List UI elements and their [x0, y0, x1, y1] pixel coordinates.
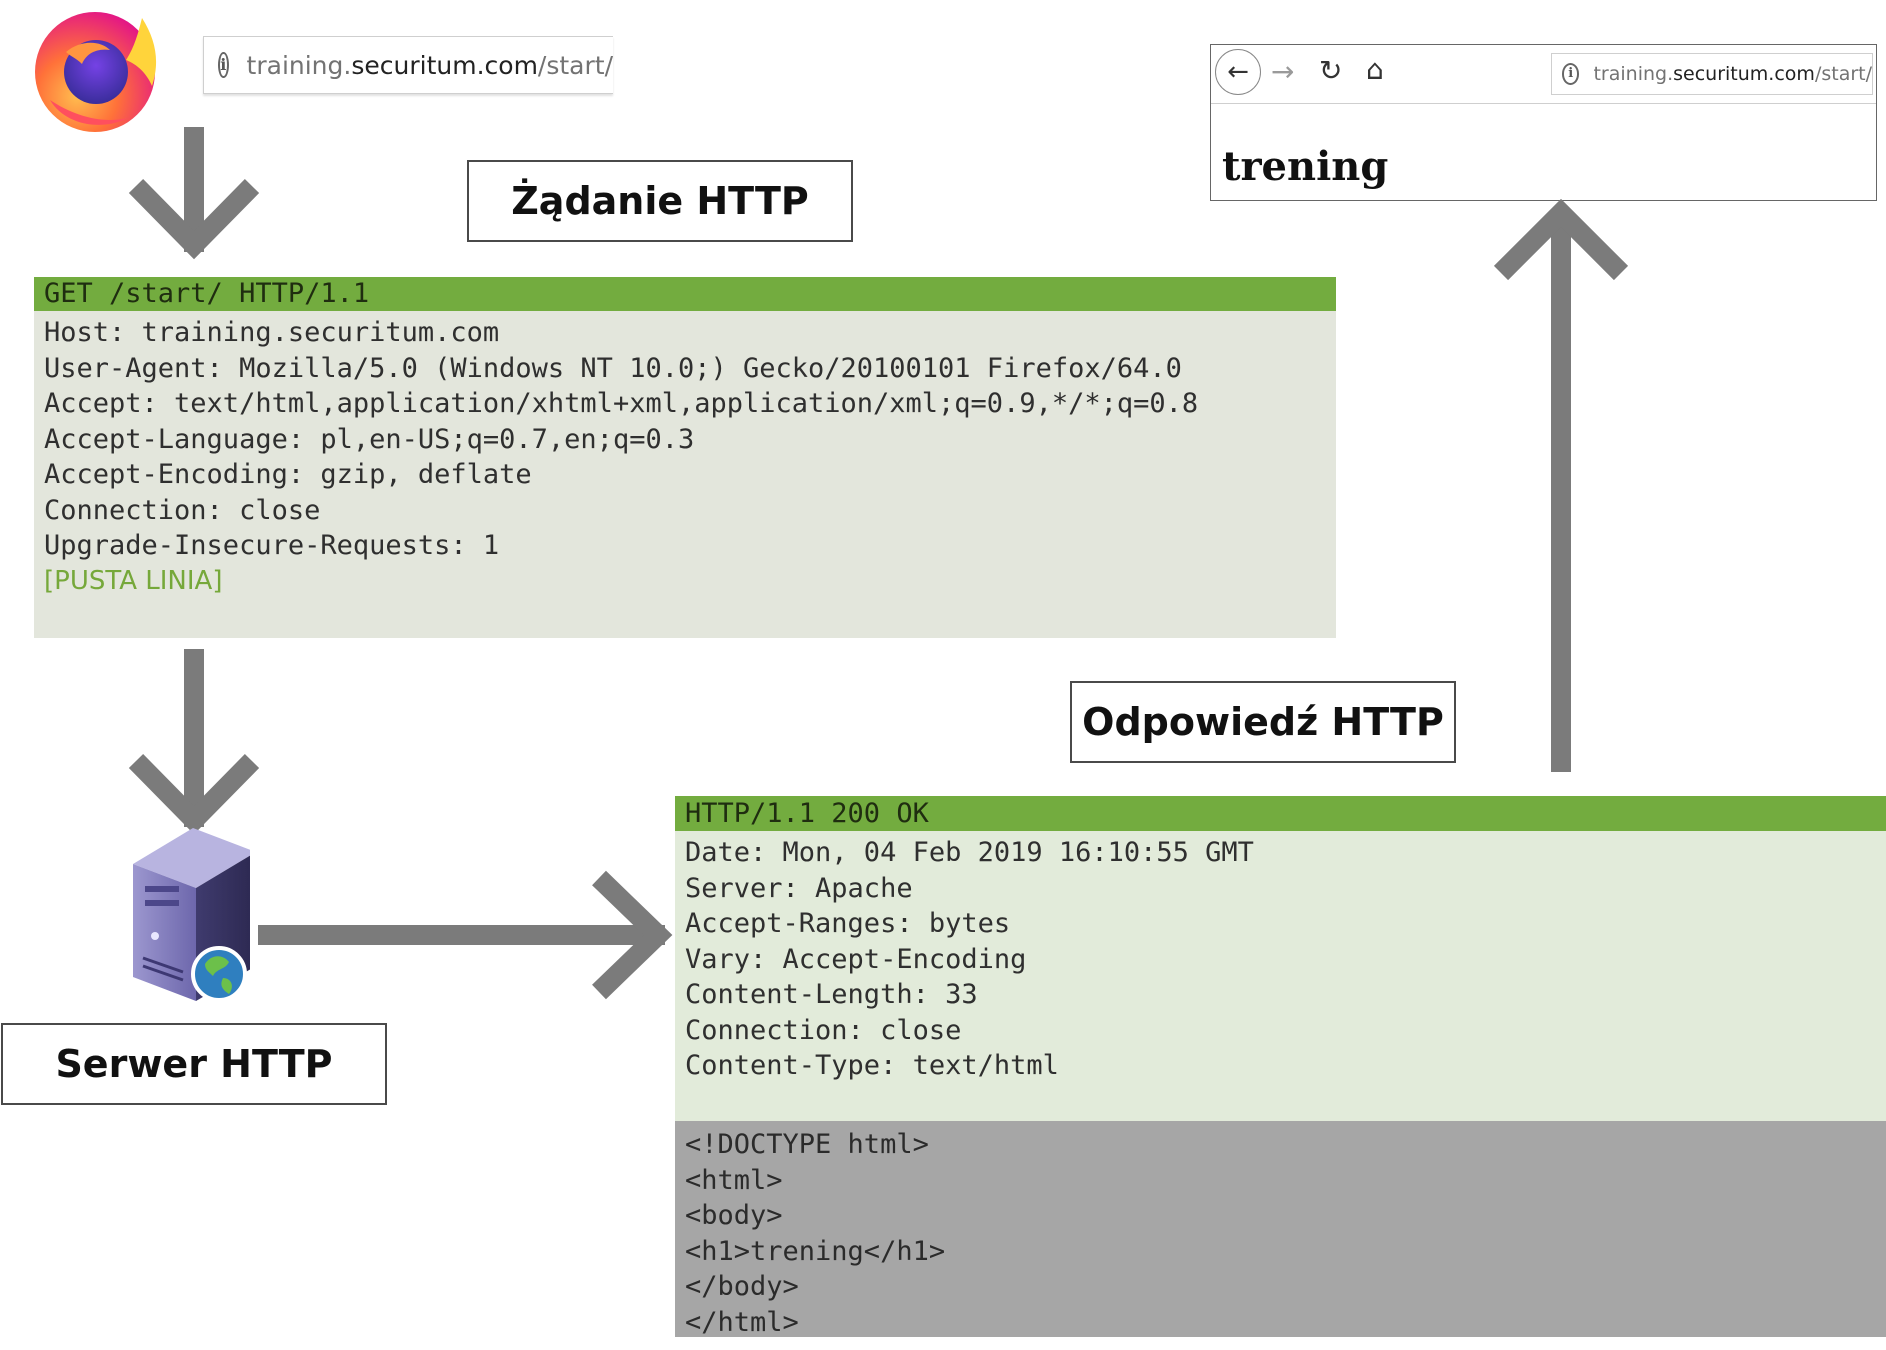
server-label-text: Serwer HTTP [55, 1042, 333, 1086]
response-label-text: Odpowiedź HTTP [1082, 700, 1444, 744]
status-line: HTTP/1.1 200 OK [675, 796, 1886, 831]
request-label: Żądanie HTTP [467, 160, 853, 242]
page-heading: trening [1222, 143, 1389, 190]
response-body-line: </body> [685, 1271, 799, 1302]
reload-icon[interactable]: ↻ [1319, 54, 1343, 87]
response-headers-area: Date: Mon, 04 Feb 2019 16:10:55 GMT Serve… [675, 831, 1886, 1121]
url-path: /start/ [537, 50, 613, 80]
info-icon[interactable]: i [218, 52, 229, 78]
response-body-line: <html> [685, 1164, 783, 1196]
request-header-line: Connection: close [44, 494, 321, 526]
back-icon[interactable]: ← [1215, 49, 1261, 95]
browser-toolbar: ← → ↻ ⌂ i training.securitum.com/start/ [1211, 45, 1876, 104]
response-body-line: <body> [685, 1200, 783, 1231]
request-header-line: Host: training.securitum.com [44, 317, 500, 348]
arrow-response-to-browser [1493, 198, 1629, 772]
response-block: HTTP/1.1 200 OK Date: Mon, 04 Feb 2019 1… [675, 796, 1886, 1338]
response-label: Odpowiedź HTTP [1070, 681, 1456, 763]
response-header-line: Date: Mon, 04 Feb 2019 16:10:55 GMT [685, 837, 1254, 868]
response-header-line: Vary: Accept-Encoding [685, 943, 1027, 975]
response-header-line: Content-Type: text/html [685, 1050, 1059, 1081]
home-icon[interactable]: ⌂ [1366, 53, 1384, 86]
forward-icon[interactable]: → [1271, 55, 1295, 88]
arrow-request-to-server [128, 649, 260, 835]
server-icon [133, 828, 250, 1002]
server-label: Serwer HTTP [1, 1023, 387, 1105]
response-header-line: Connection: close [685, 1014, 962, 1046]
blank-line-note: [PUSTA LINIA] [44, 565, 223, 596]
response-header-line: Server: Apache [685, 872, 913, 904]
firefox-logo [35, 12, 157, 132]
url-domain: securitum.com [1673, 63, 1815, 85]
request-block: GET /start/ HTTP/1.1 Host: training.secu… [34, 277, 1336, 638]
request-header-line: Upgrade-Insecure-Requests: 1 [44, 530, 500, 561]
request-line: GET /start/ HTTP/1.1 [34, 277, 1336, 311]
response-header-line: Accept-Ranges: bytes [685, 908, 1011, 939]
url-domain: securitum.com [351, 50, 538, 80]
request-header-line: Accept-Language: pl,en-US;q=0.7,en;q=0.3 [44, 423, 695, 455]
response-body-area: <!DOCTYPE html> <html> <body> <h1>trening</… [675, 1121, 1886, 1338]
browser-window: ← → ↻ ⌂ i training.securitum.com/start/ … [1210, 44, 1877, 201]
request-header-line: User-Agent: Mozilla/5.0 (Windows NT 10.0… [44, 352, 1182, 384]
arrow-server-to-response [258, 870, 673, 1000]
request-label-text: Żądanie HTTP [511, 179, 809, 223]
url-prefix: training. [246, 50, 352, 80]
request-header-line: Accept-Encoding: gzip, deflate [44, 459, 532, 490]
request-header-line: Accept: text/html,application/xhtml+xml,… [44, 388, 1199, 419]
response-body-line: <h1>trening</h1> [685, 1235, 946, 1267]
result-address-bar[interactable]: i training.securitum.com/start/ [1551, 53, 1873, 95]
address-bar[interactable]: i training.securitum.com/start/ [203, 36, 613, 94]
response-body-line: <!DOCTYPE html> [685, 1129, 929, 1160]
response-header-line: Content-Length: 33 [685, 979, 978, 1010]
arrow-browser-to-request [128, 127, 260, 260]
response-body-line: </html> [685, 1306, 799, 1338]
url-path: /start/ [1814, 63, 1872, 85]
url-prefix: training. [1593, 63, 1674, 85]
info-icon[interactable]: i [1562, 63, 1580, 85]
